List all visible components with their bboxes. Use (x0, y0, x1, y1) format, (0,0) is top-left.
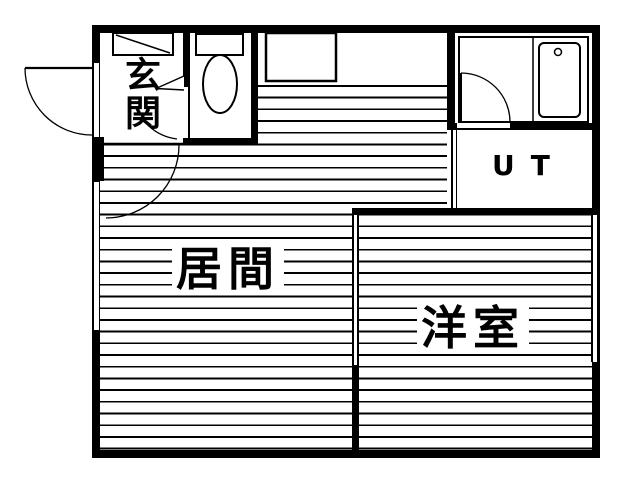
unit-bath (458, 36, 589, 123)
wall-toilet-right (251, 33, 258, 145)
window-right-inner-line (591, 215, 593, 362)
label-utility: UT (492, 149, 566, 182)
wall-bath-bottom-right (510, 123, 600, 130)
toilet-door-leaf (155, 75, 185, 91)
ut-partition-gap (451, 130, 457, 208)
living-door-swing (105, 144, 180, 219)
wall-left-step-nub (100, 137, 104, 181)
entrance-door-jamb-outer (92, 63, 94, 137)
window-left-gap (92, 182, 100, 330)
entrance-door-swing (24, 67, 93, 136)
wall-right-lower (592, 362, 600, 458)
toilet-door-jamb (188, 87, 190, 138)
wall-toilet-bottom (183, 138, 258, 145)
wall-divider-lower (352, 365, 359, 450)
bath-door-swing (460, 72, 511, 123)
entrance-door (24, 66, 93, 136)
wall-entrance-toilet-upper (183, 33, 190, 87)
window-right-outer-line (597, 215, 600, 362)
toilet (195, 33, 244, 114)
label-western: 洋室 (417, 303, 529, 353)
bathtub (538, 42, 581, 118)
wall-left-upper (92, 25, 100, 63)
entrance-door-jamb-inner (98, 63, 100, 137)
wall-bath-left (447, 33, 455, 130)
label-entrance: 玄関 (119, 56, 160, 132)
bathtub-drain (553, 47, 563, 57)
wall-top (92, 25, 600, 33)
window-right-gap (591, 215, 600, 362)
divider-gap (352, 215, 359, 365)
bath-door-threshold (457, 128, 510, 130)
ut-partition-line-2 (455, 130, 457, 208)
toilet-door-swing (144, 121, 178, 140)
wall-bottom (92, 450, 600, 458)
shoe-cabinet (112, 32, 174, 56)
wall-left-mid (92, 137, 100, 182)
toilet-door (144, 75, 185, 140)
entrance-step (100, 142, 185, 219)
window-left-inner-line (98, 182, 100, 330)
wall-left-lower (92, 330, 100, 458)
window-left-outer-line (92, 182, 94, 330)
wall-western-top (352, 208, 600, 215)
divider-line-2 (357, 215, 359, 365)
wall-right-upper (592, 25, 600, 215)
ut-partition-line-1 (451, 130, 453, 208)
wall-bath-bottom-left (447, 123, 457, 130)
divider-line-1 (352, 215, 354, 365)
kitchen-counter (264, 31, 338, 83)
label-living: 居間 (172, 244, 284, 294)
